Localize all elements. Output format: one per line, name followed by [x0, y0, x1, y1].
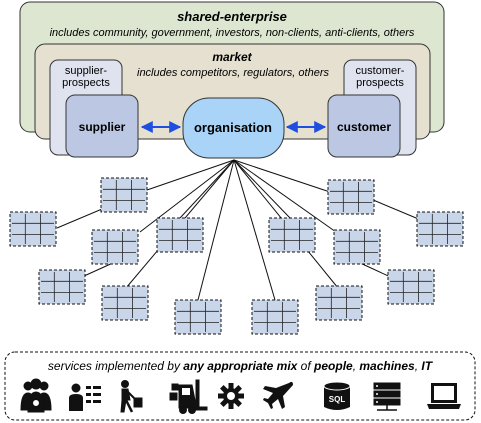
service-grid — [174, 299, 222, 335]
airplane-icon — [263, 381, 293, 409]
svg-text:SQL: SQL — [329, 395, 346, 404]
service-connection-lines — [56, 159, 441, 301]
service-grid — [38, 269, 86, 305]
services-caption: services implemented by any appropriate … — [48, 359, 434, 373]
market-title: market — [212, 50, 252, 64]
people-group-icon — [20, 378, 52, 413]
sql-database-icon: SQL — [323, 381, 351, 410]
customer-label: customer — [337, 120, 391, 134]
service-grid — [91, 229, 139, 265]
supplier-prospects-label-line1: supplier- — [65, 65, 108, 77]
server-rack-icon — [373, 382, 401, 411]
service-grid — [333, 229, 381, 265]
service-grid — [387, 269, 435, 305]
service-grid — [327, 179, 375, 215]
service-grid — [101, 285, 149, 321]
organisation-box: organisation — [182, 97, 285, 159]
services-panel: services implemented by any appropriate … — [4, 351, 476, 421]
customer-box: customer — [327, 94, 401, 158]
service-grid — [9, 211, 57, 247]
shared-enterprise-title: shared-enterprise — [177, 9, 287, 24]
market-subtitle: includes competitors, regulators, others — [137, 67, 329, 79]
laptop-icon — [427, 383, 461, 409]
organisation-label: organisation — [194, 120, 272, 135]
forklift-icon — [169, 379, 208, 414]
service-grid — [416, 211, 464, 247]
gear-icon — [218, 383, 244, 409]
service-grids — [9, 177, 464, 335]
customer-prospects-label-line2: prospects — [356, 77, 404, 89]
supplier-label: supplier — [79, 120, 126, 134]
presenter-list-icon — [69, 383, 101, 411]
service-grid — [315, 285, 363, 321]
supplier-prospects-label-line2: prospects — [62, 77, 110, 89]
service-grid — [156, 217, 204, 253]
service-grid — [268, 217, 316, 253]
service-grid — [100, 177, 148, 213]
delivery-person-icon — [120, 380, 143, 413]
customer-prospects-label-line1: customer- — [356, 65, 405, 77]
service-grid — [251, 299, 299, 335]
shared-enterprise-subtitle: includes community, government, investor… — [50, 27, 415, 39]
supplier-box: supplier — [65, 94, 139, 158]
